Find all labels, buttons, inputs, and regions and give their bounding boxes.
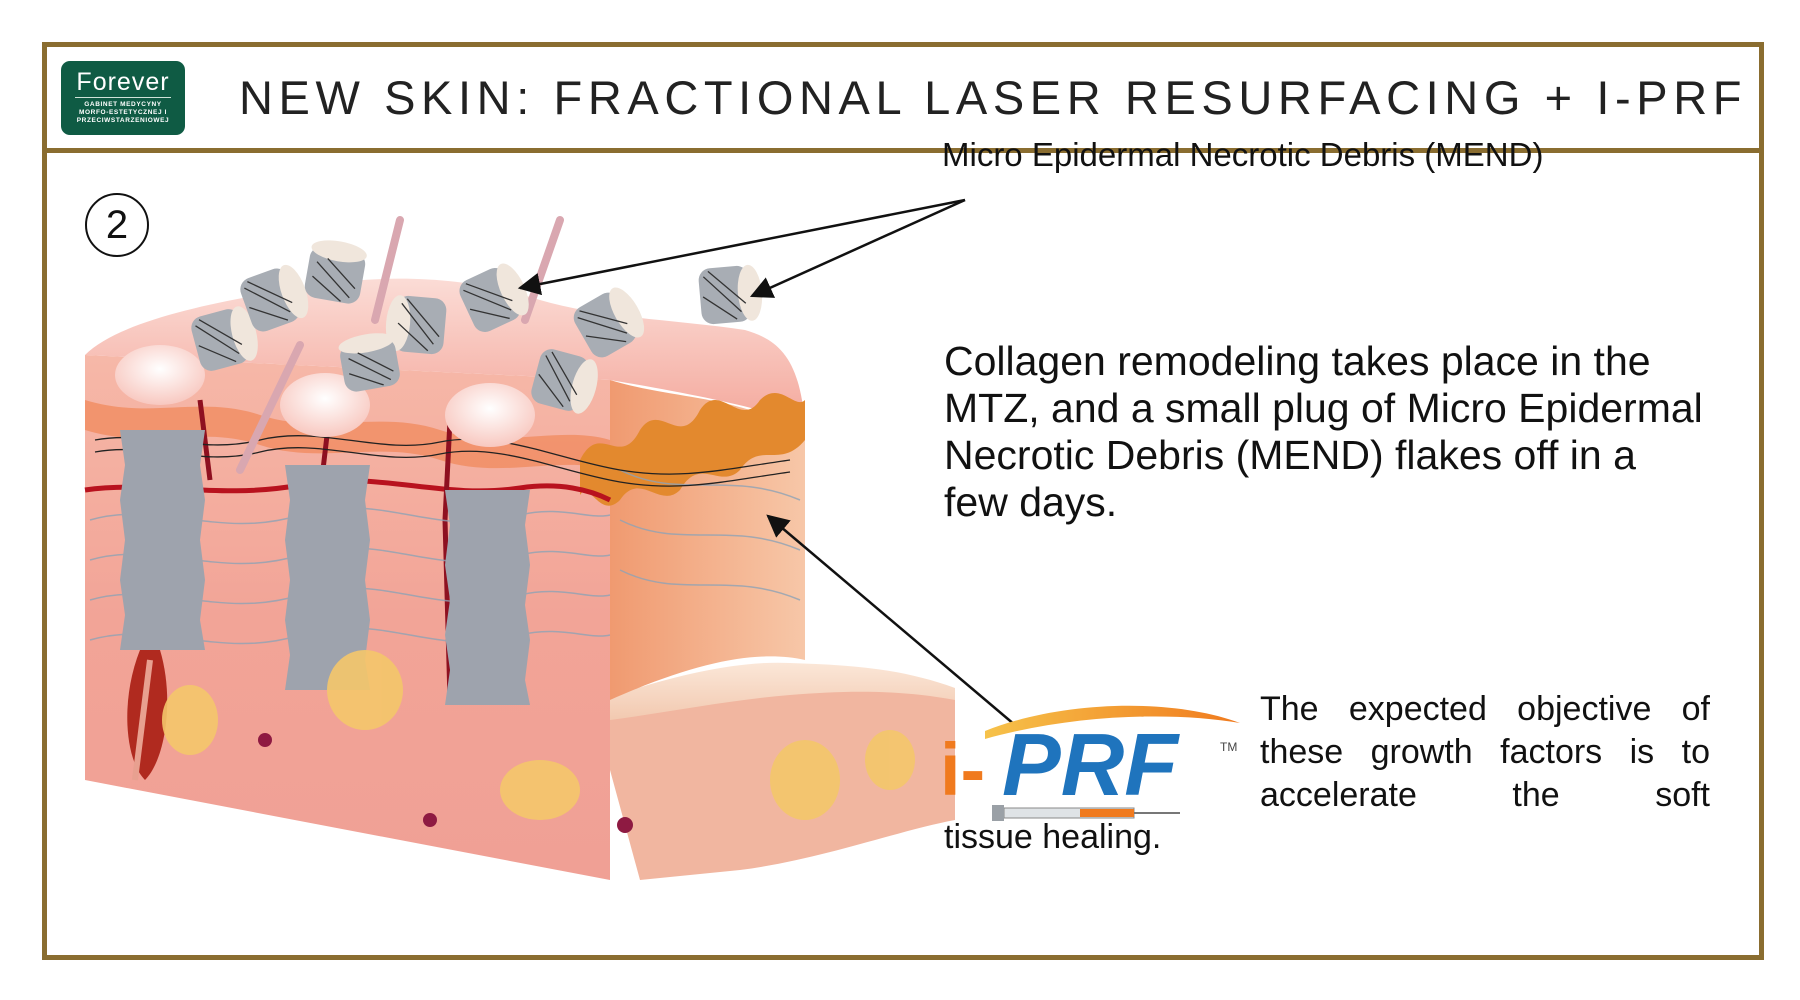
laser-beams <box>236 216 564 474</box>
iprf-logo-prf: PRF <box>1002 715 1180 814</box>
annotation-arrows <box>517 198 1016 726</box>
growth-factors-text: The expected objective of these growth f… <box>1260 690 1710 814</box>
page-title: NEW SKIN: FRACTIONAL LASER RESURFACING +… <box>239 71 1748 124</box>
forever-logo: Forever GABINET MEDYCYNY MORFO-ESTETYCZN… <box>61 61 185 135</box>
syringe-icon <box>992 805 1180 821</box>
logo-line-3: PRZECIWSTARZENIOWEJ <box>76 117 170 124</box>
header: Forever GABINET MEDYCYNY MORFO-ESTETYCZN… <box>47 47 1759 153</box>
fat-lobules <box>162 650 915 820</box>
iprf-logo-i: i- <box>940 728 985 811</box>
step-number-badge: 2 <box>85 193 149 257</box>
mend-debris <box>191 240 763 414</box>
mend-arrow-1 <box>517 198 966 296</box>
logo-line-1: GABINET MEDYCYNY <box>84 101 162 108</box>
logo-divider <box>75 97 171 98</box>
collagen-description: Collagen remodeling takes place in the M… <box>944 338 1703 525</box>
thermal-zones <box>115 345 535 447</box>
iprf-swoosh: i- PRF TM <box>940 705 1240 821</box>
logo-brand: Forever <box>76 68 170 96</box>
cells <box>258 733 633 833</box>
logo-line-2: MORFO-ESTETYCZNEJ I <box>79 109 167 116</box>
nerve-fibers <box>94 435 791 487</box>
iprf-logo: i- PRF TM <box>940 683 1258 833</box>
growth-factors-text-tail: tissue healing. <box>944 818 1162 856</box>
epidermis-layer <box>85 400 610 470</box>
hair-shaft <box>132 659 153 781</box>
skin-shelf-top <box>600 662 955 720</box>
mend-arrow-2 <box>749 198 966 298</box>
mend-label: Micro Epidermal Necrotic Debris (MEND) <box>942 136 1544 173</box>
iprf-trademark: TM <box>1220 740 1237 754</box>
iprf-arrow <box>766 514 1016 726</box>
skin-block <box>84 216 955 880</box>
mtz-columns <box>120 430 530 705</box>
